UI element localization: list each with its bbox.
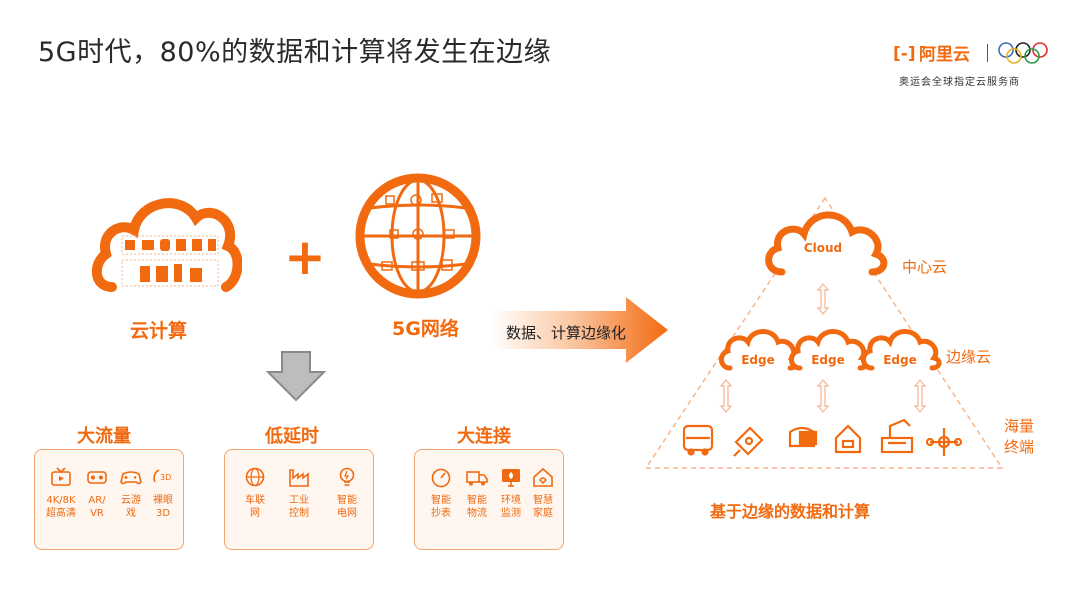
feature-line2: 超高清 xyxy=(46,508,76,519)
meter-icon xyxy=(431,468,451,488)
truck-icon xyxy=(466,471,488,486)
edge-cloud-right: Edge xyxy=(861,329,942,371)
feature-line1: 工业 xyxy=(289,495,309,506)
panel-low-latency: 车联 网 工业 控制 智能 电网 xyxy=(224,449,374,550)
smart-home-icon xyxy=(533,467,553,487)
arrow-label: 数据、计算边缘化 xyxy=(506,324,627,342)
category-title-massive-connection: 大连接 xyxy=(457,426,511,447)
network-label: 5G网络 xyxy=(392,318,459,340)
brand-logo: [-] 阿里云 奥运会全球指定云服务商 xyxy=(893,42,1053,92)
3d-icon: 3D xyxy=(153,469,171,483)
plus-sign: + xyxy=(284,228,326,286)
svg-text:3D: 3D xyxy=(160,473,171,482)
feature-line2: 戏 xyxy=(126,508,136,519)
panel-high-traffic: 4K/8K 超高清 AR/ VR 云游 戏 3D 裸眼 3D xyxy=(34,449,184,550)
cloud-text: Cloud xyxy=(804,241,842,255)
feature-line2: 电网 xyxy=(337,508,357,519)
feature-line2: 控制 xyxy=(289,508,309,519)
feature-line1: 环境 xyxy=(501,495,521,506)
logo-divider xyxy=(987,44,988,62)
feature-line1: 车联 xyxy=(245,495,265,506)
feature-arvr: AR/ VR xyxy=(75,466,119,520)
feature-line2: VR xyxy=(90,508,104,519)
feature-3d: 3D 裸眼 3D xyxy=(141,466,185,520)
edge-cloud-icon xyxy=(861,329,942,371)
edge-cloud-label: 边缘云 xyxy=(946,348,992,366)
edge-cloud-left: Edge xyxy=(719,329,800,371)
panel-massive-connection: 智能 抄表 智能 物流 环境 监测 智慧 家庭 xyxy=(414,449,564,550)
brand-name: 阿里云 xyxy=(919,45,970,65)
feature-env-monitoring: 环境 监测 xyxy=(489,466,533,520)
vr-headset-icon xyxy=(788,426,818,448)
center-cloud-label: 中心云 xyxy=(902,258,948,276)
edge-cloud-middle: Edge xyxy=(789,329,870,371)
feature-line1: 智能 xyxy=(337,495,357,506)
feature-smart-logistics: 智能 物流 xyxy=(455,466,499,520)
feature-line2: 家庭 xyxy=(533,508,553,519)
category-title-high-traffic: 大流量 xyxy=(77,426,131,447)
camera-icon xyxy=(733,426,764,457)
terminals-label-line2: 终端 xyxy=(1004,438,1035,456)
pyramid-caption: 基于边缘的数据和计算 xyxy=(710,502,871,521)
feature-connected-vehicles: 车联 网 xyxy=(233,466,277,520)
drone-icon xyxy=(925,428,963,456)
feature-cloud-gaming: 云游 戏 xyxy=(109,466,153,520)
feature-line1: 智能 xyxy=(431,495,451,506)
bus-icon xyxy=(682,424,714,456)
feature-line1: 云游 xyxy=(121,495,141,506)
feature-line1: 智能 xyxy=(467,495,487,506)
feature-industrial-control: 工业 控制 xyxy=(277,466,321,520)
edge-text: Edge xyxy=(883,353,917,367)
edge-text: Edge xyxy=(811,353,845,367)
feature-smart-grid: 智能 电网 xyxy=(325,466,369,520)
edge-shift-arrow xyxy=(492,297,668,363)
edge-text: Edge xyxy=(741,353,775,367)
feature-smart-home: 智慧 家庭 xyxy=(521,466,565,520)
feature-4k8k: 4K/8K 超高清 xyxy=(39,466,83,520)
feature-line2: 抄表 xyxy=(431,508,451,519)
cloud-computing-icon xyxy=(92,198,242,292)
factory-icon xyxy=(289,469,309,487)
house-icon xyxy=(834,424,862,454)
gamepad-icon xyxy=(120,471,142,485)
brand-subtitle: 奥运会全球指定云服务商 xyxy=(899,77,1020,88)
feature-line2: 物流 xyxy=(467,508,487,519)
feature-line2: 3D xyxy=(155,508,171,519)
terminals-label-line1: 海量 xyxy=(1004,417,1035,435)
olympic-rings-icon xyxy=(998,42,1048,64)
feature-smart-meter: 智能 抄表 xyxy=(419,466,463,520)
terminals-label: 海量 终端 xyxy=(1004,416,1034,458)
feature-line2: 监测 xyxy=(501,508,521,519)
monitor-icon xyxy=(502,469,520,487)
page-title: 5G时代，80%的数据和计算将发生在边缘 xyxy=(38,37,552,68)
down-arrow-icon xyxy=(266,351,326,402)
feature-line2: 网 xyxy=(250,508,260,519)
edge-pyramid-diagram: Cloud Edge Edge Edge xyxy=(644,196,1004,469)
robot-arm-icon xyxy=(880,418,914,454)
cloud-computing-label: 云计算 xyxy=(130,320,188,342)
feature-line1: AR/ xyxy=(88,495,106,506)
tv-icon xyxy=(51,467,71,486)
network-globe-icon xyxy=(355,173,481,299)
globe-icon xyxy=(245,467,265,487)
vr-goggles-icon xyxy=(87,471,107,484)
feature-line1: 4K/8K xyxy=(46,495,76,506)
feature-line1: 裸眼 xyxy=(153,495,173,506)
center-cloud-icon xyxy=(765,211,888,276)
feature-line1: 智慧 xyxy=(533,495,553,506)
bulb-icon xyxy=(339,467,355,486)
category-title-low-latency: 低延时 xyxy=(265,426,319,447)
aliyun-logo-icon: [-] xyxy=(893,44,916,64)
